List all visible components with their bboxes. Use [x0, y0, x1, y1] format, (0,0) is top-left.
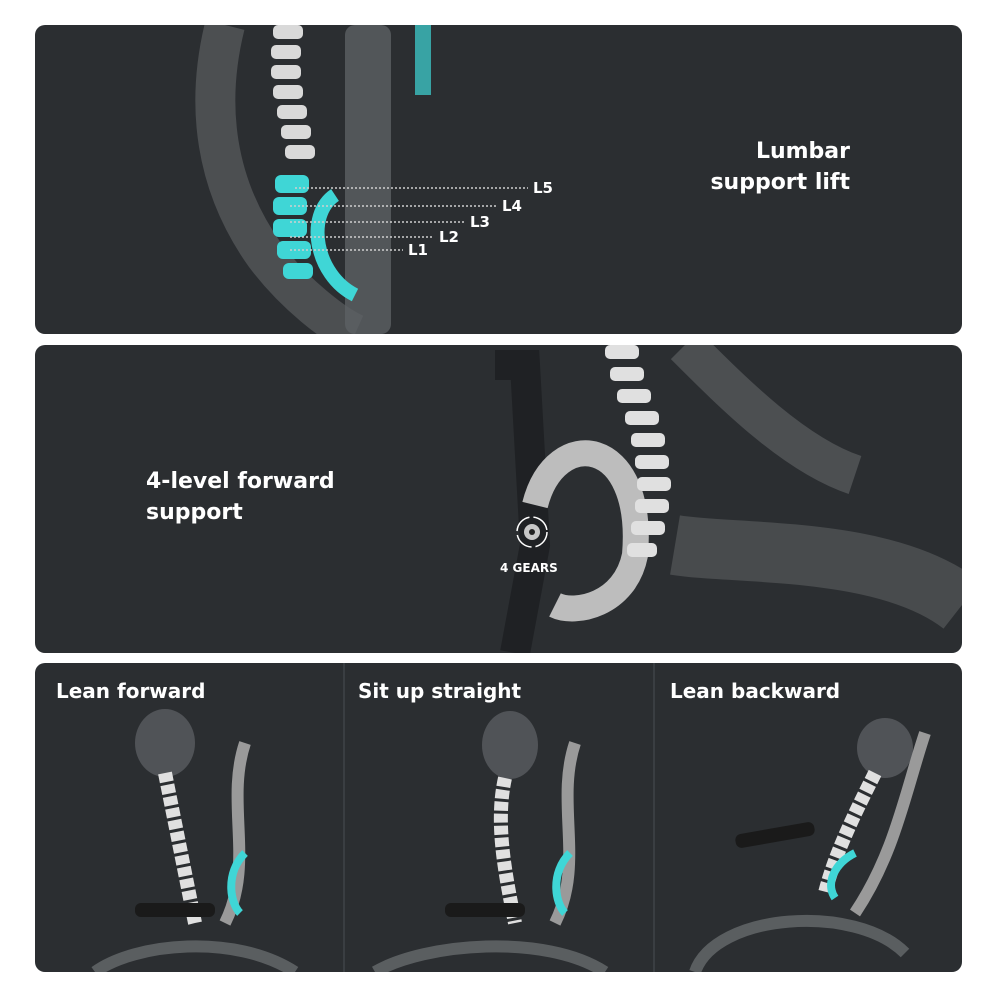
- forward-support-panel: 4-level forward support 4 GEARS: [35, 345, 962, 653]
- level-label-l3: L3: [470, 213, 490, 231]
- title-line: Lumbar: [755, 139, 850, 164]
- forward-title: 4-level forward support: [146, 466, 335, 528]
- lean-backward-illustration: [689, 718, 931, 972]
- title-line: support: [146, 500, 243, 525]
- lumbar-illustration: [195, 25, 528, 334]
- lumbar-title: Lumbar support lift: [710, 136, 850, 198]
- posture-lean-forward: Lean forward: [35, 663, 343, 972]
- lumbar-support-panel: L5 L4 L3 L2 L1 Lumbar support lift: [35, 25, 962, 334]
- posture-panel: Lean forward Sit up straight Lean backwa…: [35, 663, 962, 972]
- posture-sit-up-straight: Sit up straight: [345, 663, 653, 972]
- posture-label: Lean forward: [56, 679, 206, 703]
- forward-support-illustration: [495, 345, 962, 653]
- lean-forward-illustration: [91, 709, 299, 972]
- divider: [343, 663, 345, 972]
- rotate-gear-icon: [516, 516, 548, 548]
- level-label-l1: L1: [408, 241, 428, 259]
- level-label-l5: L5: [533, 179, 553, 197]
- divider: [653, 663, 655, 972]
- level-label-l4: L4: [502, 197, 522, 215]
- posture-label: Lean backward: [670, 679, 841, 703]
- posture-label: Sit up straight: [358, 679, 522, 703]
- title-line: support lift: [710, 170, 850, 195]
- level-label-l2: L2: [439, 228, 459, 246]
- title-line: 4-level forward: [146, 469, 335, 494]
- posture-lean-backward: Lean backward: [655, 663, 962, 972]
- sit-straight-illustration: [371, 711, 609, 972]
- gears-label: 4 GEARS: [500, 561, 558, 575]
